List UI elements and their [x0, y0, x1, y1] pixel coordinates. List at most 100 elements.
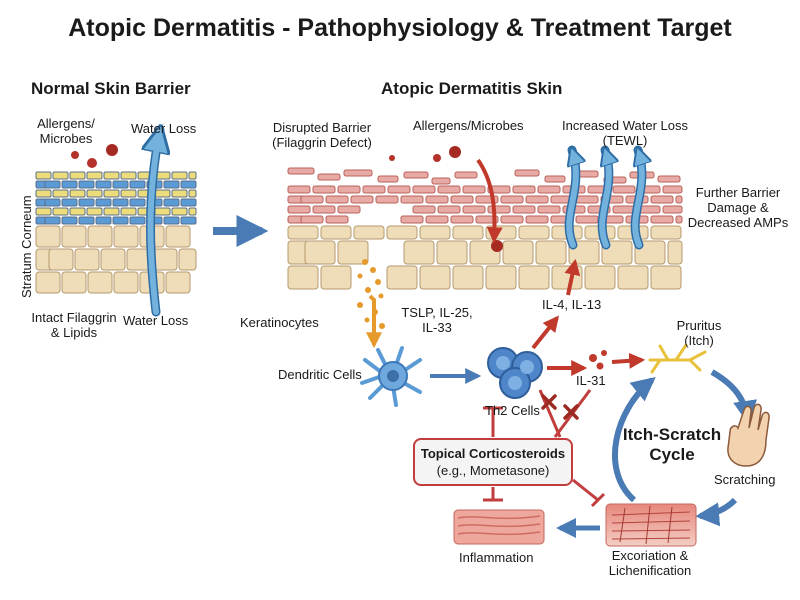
il4-to-skin-arrow — [564, 258, 581, 296]
ad-keratinocyte-cell — [485, 265, 517, 290]
ad-stratum-corneum-cell — [462, 185, 486, 194]
allergen-penetration-arrow — [476, 158, 503, 244]
ad-stratum-corneum-cell — [537, 205, 561, 214]
stratum-corneum-cell — [44, 180, 61, 189]
ad-keratinocyte-cell — [452, 225, 484, 240]
ad-stratum-corneum-cell — [575, 215, 599, 224]
ad-keratinocyte-cell — [584, 265, 616, 290]
stratum-corneum-cell — [95, 180, 112, 189]
stratum-corneum-cell — [120, 189, 137, 198]
stratum-corneum-cell — [86, 189, 103, 198]
ad-stratum-corneum-cell — [662, 205, 683, 214]
stratum-corneum-cell — [154, 189, 171, 198]
ad-keratinocyte-cell — [518, 265, 550, 290]
ad-keratinocyte-cell — [353, 225, 385, 240]
stratum-corneum-cell — [112, 216, 129, 225]
stratum-corneum-cell — [188, 207, 197, 216]
ad-keratinocyte-cell — [535, 240, 567, 265]
keratinocytes-label: Keratinocytes — [240, 315, 319, 330]
keratinocyte-cell — [35, 271, 61, 294]
ad-keratinocyte-cell — [304, 240, 336, 265]
dendritic-cells-label: Dendritic Cells — [278, 367, 362, 382]
itch-scratch-cycle-label: Itch-Scratch Cycle — [622, 425, 722, 464]
allergens-label-normal: Allergens/ Microbes — [37, 116, 95, 146]
water-loss-label-bottom: Water Loss — [123, 313, 189, 328]
ad-stratum-corneum-cell — [287, 205, 311, 214]
stratum-corneum-cell — [52, 189, 69, 198]
th2-cells — [487, 347, 543, 399]
ad-stratum-corneum-cell — [525, 215, 549, 224]
ad-keratinocyte-cell — [419, 265, 451, 290]
stratum-corneum-cell — [171, 189, 188, 198]
ad-stratum-corneum-cell — [500, 195, 524, 204]
ad-stratum-corneum-cell — [362, 185, 386, 194]
stratum-corneum-cell — [188, 189, 197, 198]
stratum-corneum-cell — [180, 180, 197, 189]
stratum-corneum-cell — [103, 189, 120, 198]
ad-keratinocyte-cell — [650, 265, 682, 290]
ad-skin-heading: Atopic Dermatitis Skin — [381, 79, 563, 98]
stratum-corneum-cell — [86, 171, 103, 180]
disrupted-barrier-cell — [454, 171, 478, 179]
ad-keratinocyte-cell — [386, 265, 418, 290]
stratum-corneum-cell — [44, 198, 61, 207]
ad-stratum-corneum-cell — [287, 185, 311, 194]
disrupted-barrier-cell — [544, 175, 566, 183]
ad-stratum-corneum-cell — [312, 185, 336, 194]
water-loss-label-top: Water Loss — [131, 121, 197, 136]
th2-cells-label: Th2 Cells — [485, 403, 540, 418]
ad-stratum-corneum-cell — [400, 195, 424, 204]
ad-keratinocyte-cell — [337, 240, 369, 265]
il4-il13-label: IL-4, IL-13 — [542, 297, 602, 312]
normal-skin-barrier — [35, 171, 197, 294]
stratum-corneum-cell — [35, 171, 52, 180]
allergen-particles-ad — [389, 146, 503, 252]
ad-stratum-corneum-cell — [650, 215, 674, 224]
stratum-corneum-cell — [120, 207, 137, 216]
stratum-corneum-cell — [103, 207, 120, 216]
ad-stratum-corneum-cell — [400, 215, 424, 224]
disrupted-barrier-cell — [343, 169, 373, 177]
ad-keratinocyte-cell — [287, 265, 319, 290]
stratum-corneum-cell — [52, 171, 69, 180]
stratum-corneum-cell — [44, 216, 61, 225]
ad-stratum-corneum-cell — [612, 185, 636, 194]
disrupted-barrier-cell — [514, 169, 540, 177]
treatment-example: (e.g., Mometasone) — [436, 463, 550, 478]
ad-stratum-corneum-cell — [675, 195, 683, 204]
ad-keratinocyte-cell — [320, 225, 352, 240]
stratum-corneum-cell — [163, 198, 180, 207]
stratum-corneum-cell — [163, 216, 180, 225]
ad-stratum-corneum-cell — [437, 205, 461, 214]
stratum-corneum-cell — [103, 171, 120, 180]
inflammation-skin-icon — [453, 509, 545, 545]
stratum-corneum-cell — [171, 207, 188, 216]
ad-stratum-corneum-cell — [450, 215, 474, 224]
stratum-corneum-cell — [180, 198, 197, 207]
stratum-corneum-cell — [171, 171, 188, 180]
ad-keratinocyte-cell — [287, 225, 319, 240]
disrupted-barrier-cell — [403, 171, 429, 179]
stratum-corneum-cell — [78, 180, 95, 189]
tewl-label: Increased Water Loss (TEWL) — [562, 118, 688, 148]
stratum-corneum-cell — [69, 189, 86, 198]
stratum-corneum-cell — [61, 180, 78, 189]
excoriation-skin-icon — [605, 503, 697, 547]
block-x-marks — [541, 394, 579, 420]
ad-stratum-corneum-cell — [387, 185, 411, 194]
ad-keratinocyte-cell — [617, 265, 649, 290]
ad-stratum-corneum-cell — [462, 205, 486, 214]
ad-stratum-corneum-cell — [425, 195, 449, 204]
ad-keratinocyte-cell — [403, 240, 435, 265]
ad-stratum-corneum-cell — [662, 185, 683, 194]
keratinocyte-cell — [113, 225, 139, 248]
pruritus-label: Pruritus (Itch) — [676, 318, 722, 348]
disrupted-barrier-label: Disrupted Barrier (Filaggrin Defect) — [272, 120, 372, 150]
tewl-arrows — [564, 150, 642, 250]
ad-keratinocyte-cell — [551, 265, 583, 290]
ad-stratum-corneum-cell — [350, 195, 374, 204]
ad-keratinocyte-cell — [320, 265, 352, 290]
treatment-box: Topical Corticosteroids (e.g., Mometason… — [413, 438, 573, 486]
stratum-corneum-cell — [129, 180, 146, 189]
